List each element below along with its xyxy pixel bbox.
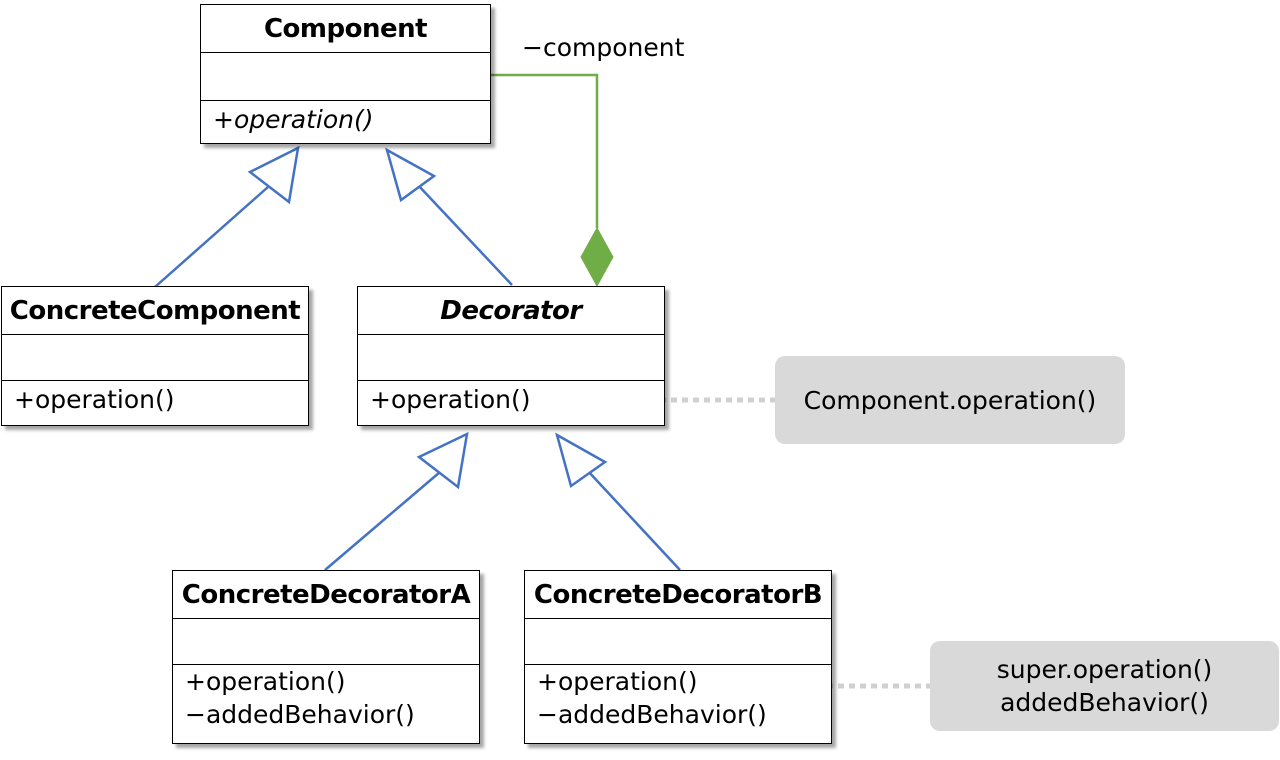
inheritance-arrowhead <box>555 432 608 489</box>
class-concrete-component: ConcreteComponent +operation() <box>1 286 309 426</box>
class-name: ConcreteComponent <box>2 287 308 335</box>
inheritance-arrowhead <box>247 145 300 205</box>
association-role-label: −component <box>522 33 685 62</box>
inheritance-concretedecoratorb-to-decorator <box>555 432 681 571</box>
inheritance-concretecomponent-to-component <box>154 145 300 288</box>
composition-decorator-to-component <box>490 73 614 288</box>
class-name: ConcreteDecoratorB <box>525 571 831 619</box>
operation: −addedBehavior() <box>185 700 415 729</box>
class-name: Decorator <box>358 287 664 335</box>
class-concrete-decorator-a: ConcreteDecoratorA +operation() −addedBe… <box>172 570 480 744</box>
operations-compartment: +operation() −addedBehavior() <box>525 665 831 731</box>
class-component: Component +operation() <box>200 4 491 144</box>
class-concrete-decorator-b: ConcreteDecoratorB +operation() −addedBe… <box>524 570 832 744</box>
note-decorator-operation: Component.operation() <box>775 356 1125 444</box>
note-line: Component.operation() <box>803 385 1097 415</box>
attributes-compartment <box>358 335 664 381</box>
inheritance-concretedecoratora-to-decorator <box>324 431 469 571</box>
operation: +operation() <box>370 385 531 414</box>
inheritance-decorator-to-component <box>384 147 513 286</box>
operation: +operation() <box>185 667 346 696</box>
class-decorator: Decorator +operation() <box>357 286 665 426</box>
inheritance-arrowhead <box>416 431 469 490</box>
inheritance-arrowhead <box>384 147 437 203</box>
operation: +operation() <box>213 105 374 134</box>
note-line: addedBehavior() <box>1000 688 1209 717</box>
composition-diamond <box>580 226 614 288</box>
attributes-compartment <box>201 53 490 101</box>
attributes-compartment <box>2 335 308 381</box>
operations-compartment: +operation() <box>201 101 490 136</box>
operations-compartment: +operation() <box>358 381 664 416</box>
class-name: Component <box>201 5 490 53</box>
attributes-compartment <box>525 619 831 665</box>
operation: +operation() <box>14 385 175 414</box>
note-line: super.operation() <box>996 655 1213 684</box>
class-name: ConcreteDecoratorA <box>173 571 479 619</box>
attributes-compartment <box>173 619 479 665</box>
operations-compartment: +operation() <box>2 381 308 416</box>
operation: −addedBehavior() <box>537 700 767 729</box>
operations-compartment: +operation() −addedBehavior() <box>173 665 479 731</box>
note-concrete-decorator-b-operation: super.operation() addedBehavior() <box>930 641 1279 731</box>
operation: +operation() <box>537 667 698 696</box>
